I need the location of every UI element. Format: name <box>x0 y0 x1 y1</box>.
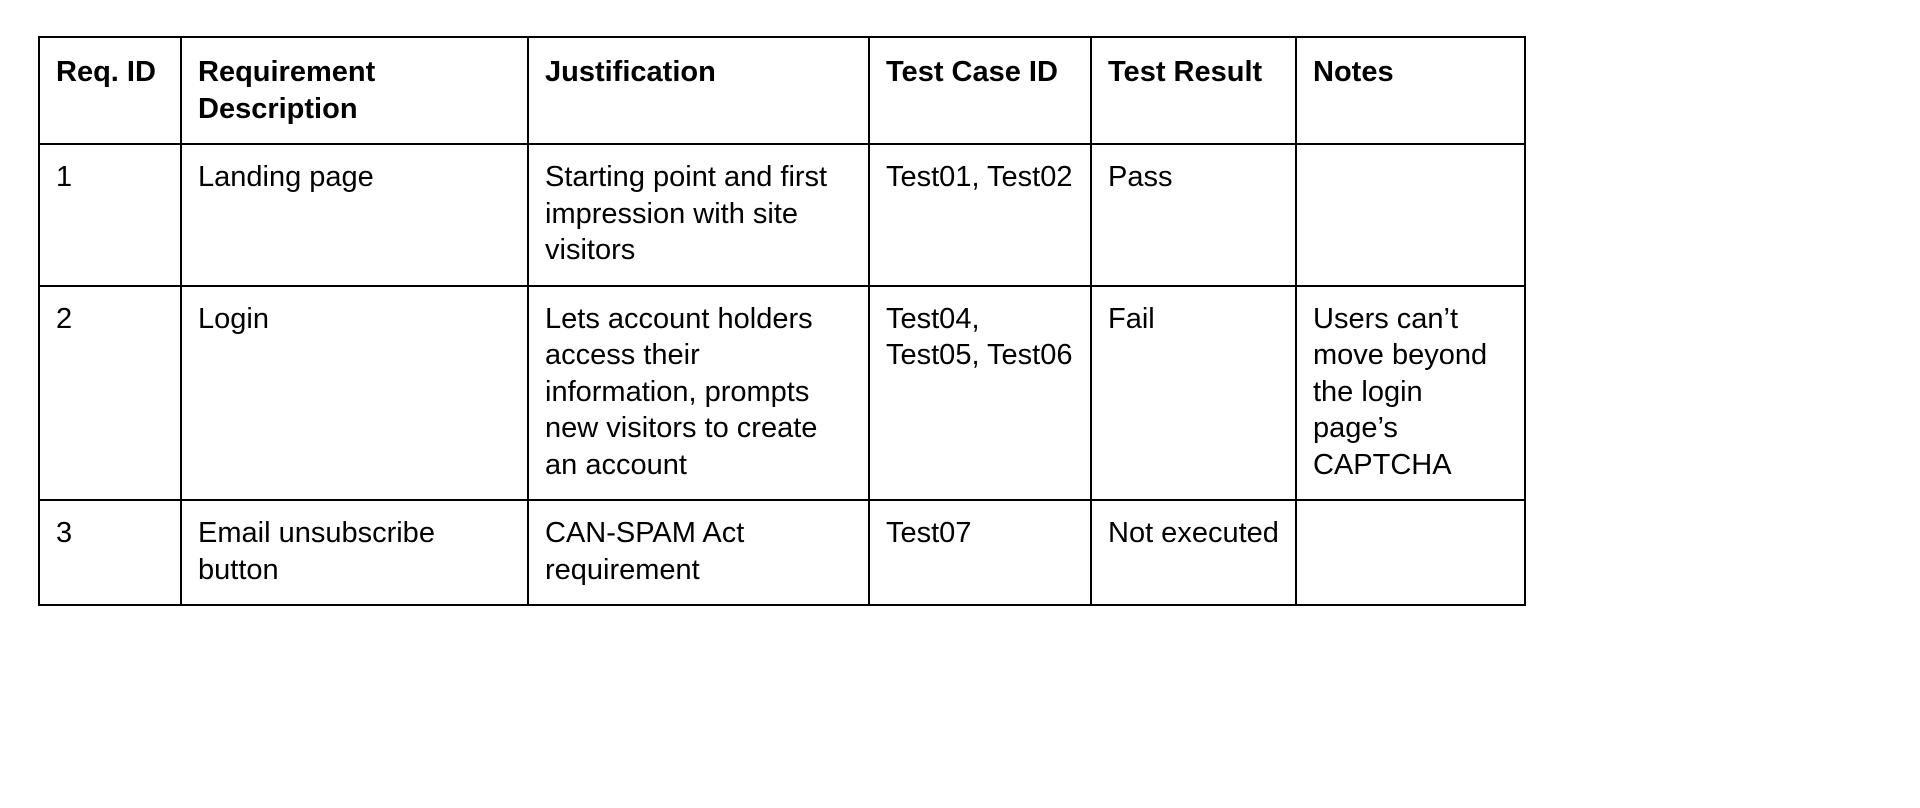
requirements-table-container: Req. ID Requirement Description Justific… <box>38 35 1526 607</box>
table-row: 2 Login Lets account holders access thei… <box>38 284 1526 502</box>
table-header-row: Req. ID Requirement Description Justific… <box>38 35 1526 146</box>
cell-requirement-description: Email unsubscribe button <box>180 499 529 607</box>
table-body: 1 Landing page Starting point and first … <box>38 143 1526 607</box>
cell-justification: CAN-SPAM Act requirement <box>527 499 870 607</box>
column-header-requirement-description: Requirement Description <box>180 35 529 146</box>
cell-test-case-id: Test07 <box>868 499 1092 607</box>
cell-requirement-description: Landing page <box>180 143 529 287</box>
cell-justification: Lets account holders access their inform… <box>527 284 870 502</box>
cell-req-id: 1 <box>38 143 182 287</box>
cell-notes: Users can’t move beyond the login page’s… <box>1295 284 1526 502</box>
column-header-test-case-id: Test Case ID <box>868 35 1092 146</box>
cell-test-result: Fail <box>1090 284 1297 502</box>
cell-notes <box>1295 143 1526 287</box>
column-header-req-id: Req. ID <box>38 35 182 146</box>
column-header-test-result: Test Result <box>1090 35 1297 146</box>
cell-requirement-description: Login <box>180 284 529 502</box>
cell-test-case-id: Test01, Test02 <box>868 143 1092 287</box>
cell-notes <box>1295 499 1526 607</box>
column-header-notes: Notes <box>1295 35 1526 146</box>
cell-test-result: Pass <box>1090 143 1297 287</box>
cell-test-case-id: Test04, Test05, Test06 <box>868 284 1092 502</box>
table-header: Req. ID Requirement Description Justific… <box>38 35 1526 146</box>
requirements-traceability-table: Req. ID Requirement Description Justific… <box>38 35 1526 607</box>
cell-justification: Starting point and first impression with… <box>527 143 870 287</box>
cell-req-id: 3 <box>38 499 182 607</box>
table-row: 1 Landing page Starting point and first … <box>38 143 1526 287</box>
column-header-justification: Justification <box>527 35 870 146</box>
cell-req-id: 2 <box>38 284 182 502</box>
cell-test-result: Not executed <box>1090 499 1297 607</box>
table-row: 3 Email unsubscribe button CAN-SPAM Act … <box>38 499 1526 607</box>
